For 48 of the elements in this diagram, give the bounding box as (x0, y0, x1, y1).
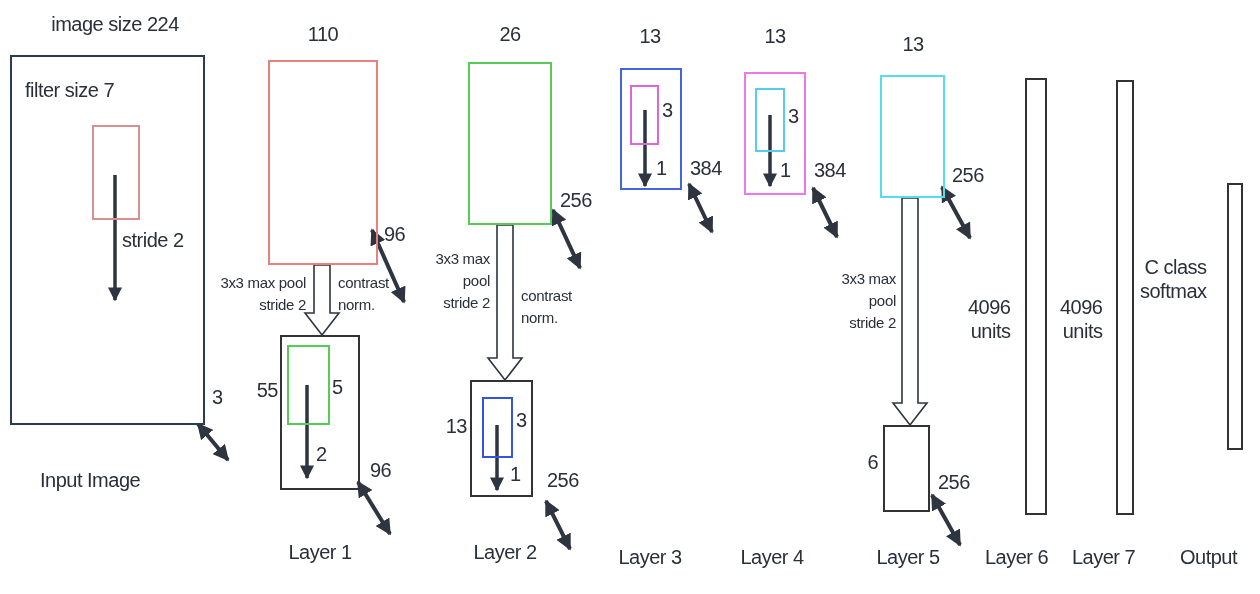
stride-label: stride 2 (122, 228, 185, 252)
size-label: image size 224 (50, 12, 180, 36)
size-label: 13 (901, 32, 925, 56)
depth-label: 96 (384, 222, 407, 246)
stride-label: 1 (656, 156, 668, 180)
edge-label: 3x3 max pool stride 2 (434, 249, 490, 313)
depth-label: 384 (814, 158, 847, 182)
stride-label: 2 (316, 442, 328, 466)
size-label: 55 (255, 378, 278, 402)
size-label: 110 (306, 22, 340, 46)
filter-label: 3 (516, 408, 528, 432)
layer-label: Output (1180, 545, 1239, 569)
layer-label: Layer 6 (985, 545, 1050, 569)
edge-label: 3x3 max pool stride 2 (219, 273, 306, 315)
layer-label: Layer 4 (739, 545, 805, 569)
layer-label: Layer 3 (617, 545, 683, 569)
depth-label: 256 (952, 163, 985, 187)
layer-label: Input Image (40, 468, 142, 492)
filter-label: 3 (788, 104, 800, 128)
depth-label: 256 (547, 468, 580, 492)
arrow (891, 197, 929, 427)
size-label: 13 (444, 414, 467, 438)
size-label: 13 (638, 24, 662, 48)
arrow (303, 264, 341, 337)
filter-label: 5 (332, 375, 344, 399)
arrow (486, 224, 524, 382)
output-label: C class softmax (1140, 255, 1207, 303)
note-label: contrast norm. (338, 273, 390, 315)
layer-label: Layer 5 (875, 545, 941, 569)
filter-label: 3 (662, 98, 674, 122)
layer-label: Layer 2 (472, 540, 538, 564)
stride-label: 1 (510, 462, 522, 486)
depth-label: 96 (370, 458, 393, 482)
units-label: 4096 units (1060, 295, 1103, 343)
filter-label: filter size 7 (25, 78, 116, 102)
size-label: 13 (763, 24, 787, 48)
size-label: 26 (498, 22, 522, 46)
edge-label: 3x3 max pool stride 2 (840, 269, 896, 333)
depth-label: 3 (212, 385, 224, 409)
depth-label: 256 (938, 470, 971, 494)
stride-label: 1 (780, 158, 792, 182)
layer-label: Layer 1 (287, 540, 353, 564)
note-label: contrast norm. (521, 286, 573, 328)
depth-label: 384 (690, 156, 723, 180)
units-label: 4096 units (968, 295, 1011, 343)
layer-label: Layer 7 (1072, 545, 1137, 569)
depth-label: 256 (560, 188, 593, 212)
size-label: 6 (866, 450, 878, 474)
